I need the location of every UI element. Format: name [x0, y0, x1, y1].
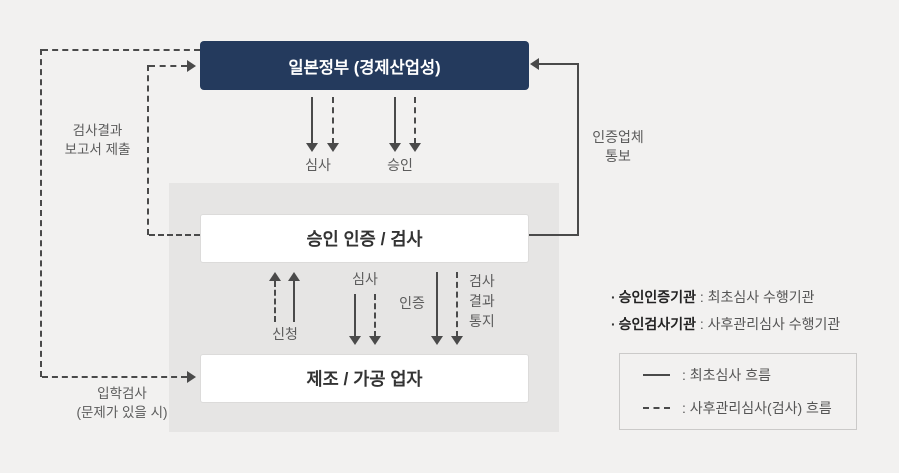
arrow-line [293, 281, 295, 322]
government-box: 일본정부 (경제산업성) [200, 41, 529, 90]
arrow-head [409, 143, 421, 152]
legend-box: : 최초심사 흐름 : 사후관리심사(검사) 흐름 [619, 353, 857, 430]
arrow-head [187, 371, 196, 383]
arrow-line [274, 281, 276, 322]
manufacturer-box: 제조 / 가공 업자 [200, 354, 529, 403]
arrow-line [414, 97, 416, 144]
arrow-head [269, 272, 281, 281]
path-line [577, 63, 579, 236]
solid-line-sample [643, 374, 670, 376]
arrow-line [374, 294, 376, 337]
arrow-head [369, 336, 381, 345]
dashed-line-sample [643, 407, 670, 409]
path-line [149, 65, 187, 67]
label-mid-review: 심사 [352, 271, 378, 287]
arrow-line [456, 272, 458, 337]
path-line [42, 376, 187, 378]
arrow-head [431, 336, 443, 345]
arrow-head [288, 272, 300, 281]
label-report-submit: 검사결과 보고서 제출 [64, 123, 131, 157]
path-line [539, 63, 579, 65]
arrow-line [436, 272, 438, 337]
annotation-cert-org: ·승인인증기관 : 최초심사 수행기관 [611, 289, 815, 305]
label-top-approval: 승인 [387, 157, 413, 173]
arrow-head [306, 143, 318, 152]
arrow-line [311, 97, 313, 144]
arrow-head [451, 336, 463, 345]
label-onsite-inspection: 입학검사 (문제가 있을 시) [76, 386, 168, 420]
path-line [149, 234, 200, 236]
label-inspection-result: 검사 결과 통지 [469, 273, 495, 329]
path-line [40, 49, 42, 377]
label-certify: 인증 [399, 295, 425, 311]
arrow-head [389, 143, 401, 152]
path-line [147, 65, 149, 235]
legend-item-followup: : 사후관리심사(검사) 흐름 [643, 398, 856, 418]
government-box-label: 일본정부 (경제산업성) [288, 58, 441, 77]
label-notify: 인증업체 통보 [592, 129, 644, 164]
arrow-line [394, 97, 396, 144]
arrow-head [187, 60, 196, 72]
path-line [529, 234, 579, 236]
certification-box: 승인 인증 / 검사 [200, 214, 529, 263]
path-line [42, 49, 200, 51]
arrow-line [354, 294, 356, 337]
arrow-line [332, 97, 334, 144]
arrow-head [349, 336, 361, 345]
arrow-head [530, 58, 539, 70]
certification-box-label: 승인 인증 / 검사 [306, 229, 423, 249]
legend-item-initial: : 최초심사 흐름 [643, 365, 856, 385]
label-top-review: 심사 [305, 157, 331, 173]
arrow-head [327, 143, 339, 152]
annotation-inspect-org: ·승인검사기관 : 사후관리심사 수행기관 [611, 316, 841, 332]
manufacturer-box-label: 제조 / 가공 업자 [306, 369, 423, 389]
label-apply: 신청 [272, 326, 298, 342]
